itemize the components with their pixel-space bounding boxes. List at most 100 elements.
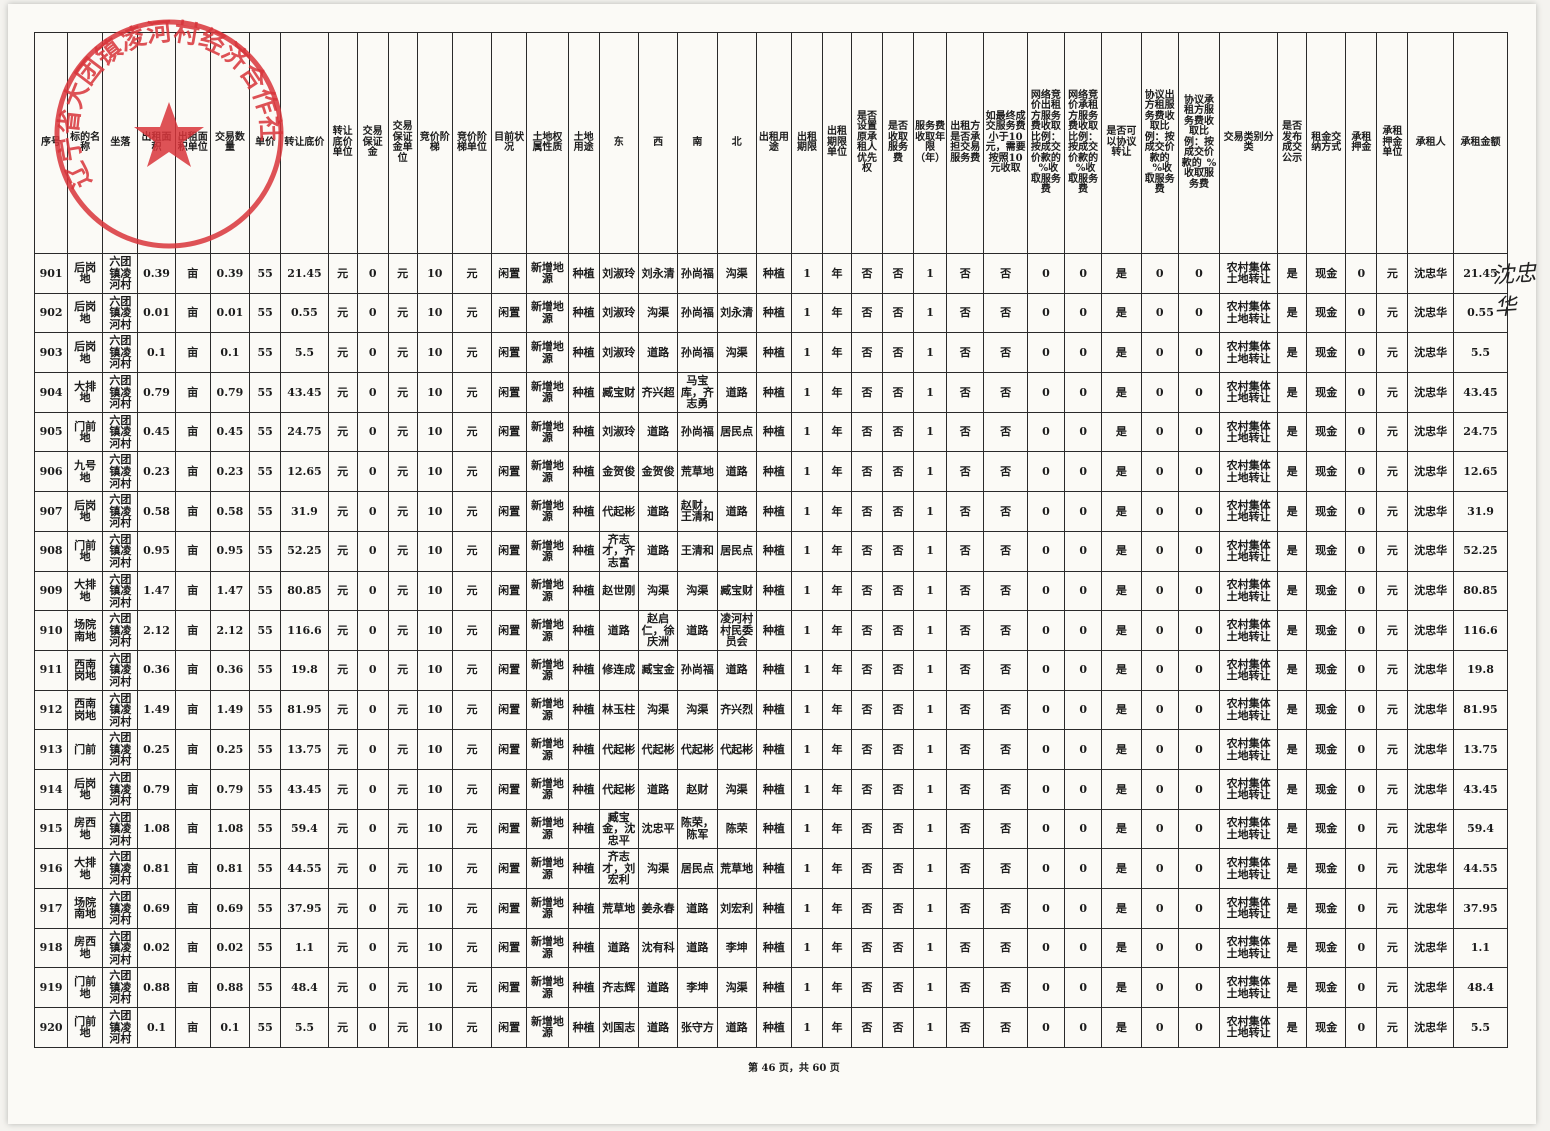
cell-net2: 0 — [1064, 729, 1103, 770]
cell-qty: 0.88 — [209, 967, 251, 1009]
cell-prop: 新增地源 — [526, 649, 569, 691]
cell-term: 1 — [790, 570, 824, 612]
cell-bear: 否 — [946, 491, 985, 532]
cell-dep: 0 — [356, 332, 389, 374]
cell-prop: 新增地源 — [526, 530, 569, 572]
cell-prop: 新增地源 — [526, 570, 569, 612]
cell-bunit: 元 — [327, 888, 358, 929]
cell-dep2: 0 — [1345, 411, 1378, 453]
cell-status: 闲置 — [491, 332, 528, 374]
cell-p2: 0 — [1177, 372, 1221, 413]
cell-n: 沟渠 — [716, 253, 757, 294]
cell-s: 道路 — [677, 888, 718, 929]
cell-no: 910 — [33, 610, 69, 651]
cell-ruse: 种植 — [755, 570, 793, 612]
cell-bear: 否 — [946, 1007, 985, 1048]
cell-stepunit: 元 — [451, 530, 493, 572]
cell-prop: 新增地源 — [526, 332, 569, 374]
cell-bear: 否 — [946, 729, 985, 770]
cell-dep: 0 — [356, 689, 389, 731]
cell-net2: 0 — [1064, 768, 1103, 810]
cell-p1: 0 — [1140, 848, 1179, 889]
cell-termunit: 年 — [822, 1007, 852, 1048]
cell-stepunit: 元 — [451, 570, 493, 612]
cell-pub: 是 — [1277, 808, 1308, 850]
cell-qty: 0.58 — [209, 491, 251, 532]
cell-step: 10 — [416, 530, 453, 572]
cell-base: 81.95 — [280, 689, 329, 731]
cell-status: 闲置 — [491, 888, 528, 929]
cell-name: 场院南地 — [67, 888, 104, 929]
cell-p1: 0 — [1140, 292, 1179, 334]
cell-base: 59.4 — [280, 808, 329, 850]
cell-agree: 是 — [1101, 1007, 1142, 1048]
cell-area: 0.23 — [137, 451, 176, 493]
cell-prio: 否 — [850, 253, 884, 294]
cell-e: 赵世刚 — [598, 570, 639, 612]
cell-fee: 否 — [882, 372, 915, 413]
cell-stepunit: 元 — [451, 1007, 493, 1048]
cell-no: 914 — [33, 768, 69, 810]
cell-qty: 0.39 — [209, 253, 251, 294]
column-header: 转让底价单位 — [327, 32, 358, 254]
cell-e: 刘国志 — [598, 1007, 639, 1048]
cell-prop: 新增地源 — [526, 411, 569, 453]
cell-depunit: 元 — [387, 689, 418, 731]
column-header: 交易保证金 — [356, 32, 389, 254]
cell-bear: 否 — [946, 332, 985, 374]
cell-base: 52.25 — [280, 530, 329, 572]
column-header: 出租方是否承担交易服务费 — [946, 32, 985, 254]
cell-w: 道路 — [637, 411, 679, 453]
cell-amount: 44.55 — [1452, 848, 1509, 889]
cell-dep: 0 — [356, 1007, 389, 1048]
cell-no: 919 — [33, 967, 69, 1009]
cell-qty: 0.1 — [209, 332, 251, 374]
cell-years: 1 — [913, 888, 948, 929]
cell-agree: 是 — [1101, 292, 1142, 334]
cell-years: 1 — [913, 570, 948, 612]
cell-base: 5.5 — [280, 1007, 329, 1048]
cell-ruse: 种植 — [755, 888, 793, 929]
cell-dep2: 0 — [1345, 967, 1378, 1009]
cell-bear: 否 — [946, 292, 985, 334]
cell-loc: 六团镇凌河村 — [102, 649, 139, 691]
cell-step: 10 — [416, 927, 453, 969]
cell-name: 后岗地 — [67, 768, 104, 810]
cell-unit: 亩 — [174, 332, 211, 374]
cell-lessee: 沈忠华 — [1407, 927, 1454, 969]
cell-price: 55 — [249, 372, 282, 413]
cell-unit: 亩 — [174, 848, 211, 889]
cell-net1: 0 — [1026, 530, 1066, 572]
column-header: 承租押金单位 — [1376, 32, 1409, 254]
cell-base: 24.75 — [280, 411, 329, 453]
cell-prop: 新增地源 — [526, 808, 569, 850]
cell-s: 孙尚福 — [677, 649, 718, 691]
cell-area: 0.45 — [137, 411, 176, 453]
cell-pay: 现金 — [1306, 610, 1347, 651]
cell-amount: 12.65 — [1452, 451, 1509, 493]
cell-net1: 0 — [1026, 927, 1066, 969]
cell-dep2unit: 元 — [1376, 332, 1409, 374]
cell-p2: 0 — [1177, 292, 1221, 334]
column-header: 租金交纳方式 — [1306, 32, 1347, 254]
cell-use: 种植 — [567, 332, 600, 374]
cell-n: 道路 — [716, 451, 757, 493]
column-header: 网络竞价出租方服务费收取比例：按成交价款的_%收取服务费 — [1026, 32, 1066, 254]
cell-p2: 0 — [1177, 570, 1221, 612]
cell-depunit: 元 — [387, 808, 418, 850]
cell-lessee: 沈忠华 — [1407, 1007, 1454, 1048]
cell-net2: 0 — [1064, 967, 1103, 1009]
cell-ruse: 种植 — [755, 292, 793, 334]
cell-bear: 否 — [946, 649, 985, 691]
cell-n: 道路 — [716, 491, 757, 532]
cell-term: 1 — [790, 372, 824, 413]
cell-area: 0.1 — [137, 332, 176, 374]
cell-dep2: 0 — [1345, 292, 1378, 334]
cell-n: 道路 — [716, 649, 757, 691]
cell-prop: 新增地源 — [526, 729, 569, 770]
cell-w: 沟渠 — [637, 292, 679, 334]
